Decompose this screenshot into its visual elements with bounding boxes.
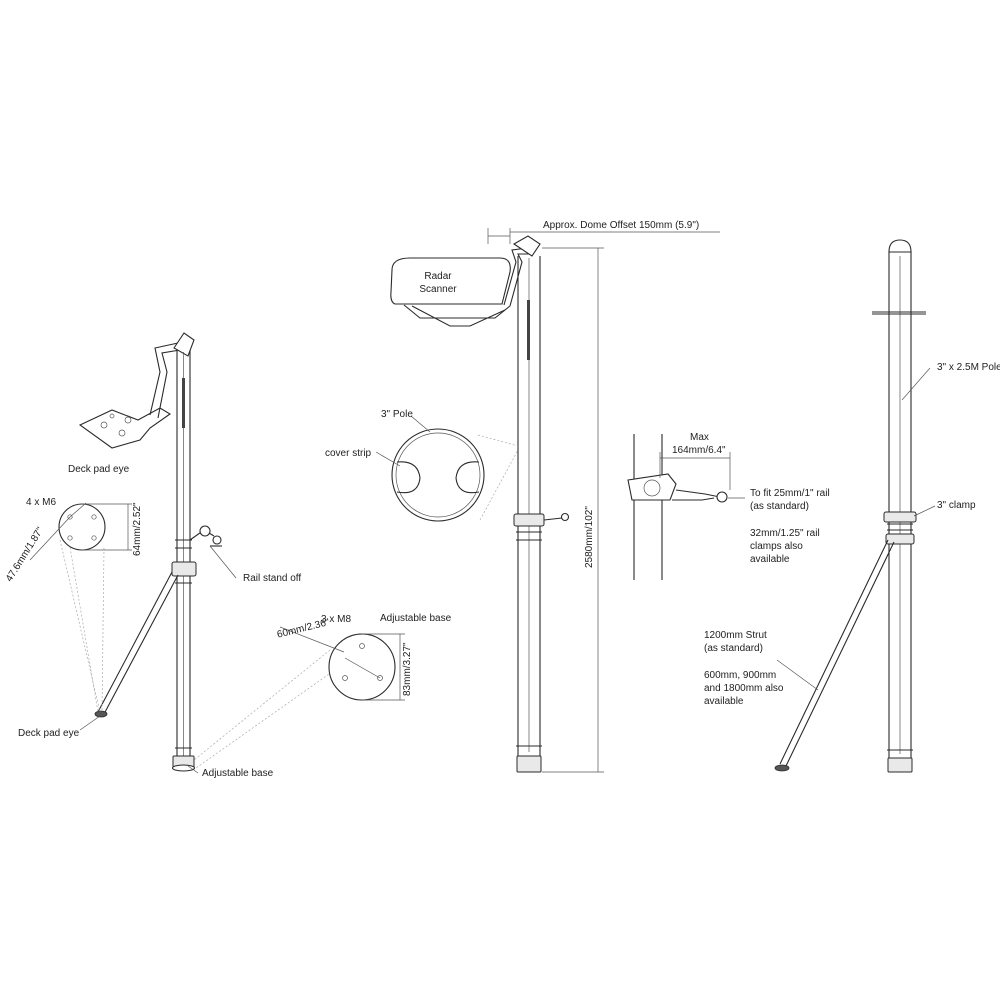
label-pole-2-5m: 3" x 2.5M Pole: [937, 362, 1000, 373]
label-rail-clamps-1: 32mm/1.25" rail: [750, 528, 820, 539]
label-3xm8: 3 x M8: [321, 614, 352, 625]
label-3in-clamp: 3" clamp: [937, 500, 976, 511]
right-pole-assembly: [774, 239, 936, 773]
label-strut: 1200mm Strut: [704, 630, 767, 641]
label-rail-clamps-2: clamps also: [750, 541, 803, 552]
label-strut-options-3: available: [704, 696, 744, 707]
label-overall-height: 2580mm/102": [584, 506, 595, 568]
label-fit-rail: To fit 25mm/1" rail: [750, 488, 830, 499]
label-4xm6: 4 x M6: [26, 497, 57, 508]
label-cover-strip: cover strip: [325, 448, 372, 459]
rail-clamp-detail: [627, 434, 745, 580]
label-adjustable-base-top: Adjustable base: [380, 613, 452, 624]
label-dome-offset: Approx. Dome Offset 150mm (5.9"): [543, 220, 700, 231]
label-scanner: Scanner: [419, 284, 457, 295]
label-rail-stand-off: Rail stand off: [243, 573, 302, 584]
label-strut-options-2: and 1800mm also: [704, 683, 784, 694]
label-fit-rail-standard: (as standard): [750, 501, 809, 512]
label-max-value: 164mm/6.4": [672, 445, 726, 456]
label-deck-pad-eye-bottom: Deck pad eye: [18, 728, 80, 739]
center-pole-assembly: [390, 228, 720, 773]
label-83mm: 83mm/3.27": [402, 642, 413, 696]
label-3in-pole: 3" Pole: [381, 409, 413, 420]
label-deck-pad-eye-top: Deck pad eye: [68, 464, 130, 475]
label-adjustable-base-bottom: Adjustable base: [202, 768, 274, 779]
pole-section-detail: [375, 415, 485, 522]
label-radar: Radar: [424, 271, 452, 282]
pad-eye-detail: [29, 502, 132, 561]
label-rail-clamps-3: available: [750, 554, 790, 565]
label-max: Max: [690, 432, 709, 443]
label-strut-standard: (as standard): [704, 643, 763, 654]
left-pole-assembly: [59, 332, 333, 774]
label-64mm: 64mm/2.52": [132, 502, 143, 556]
label-strut-options-1: 600mm, 900mm: [704, 670, 777, 681]
adjustable-base-detail: [279, 626, 405, 701]
